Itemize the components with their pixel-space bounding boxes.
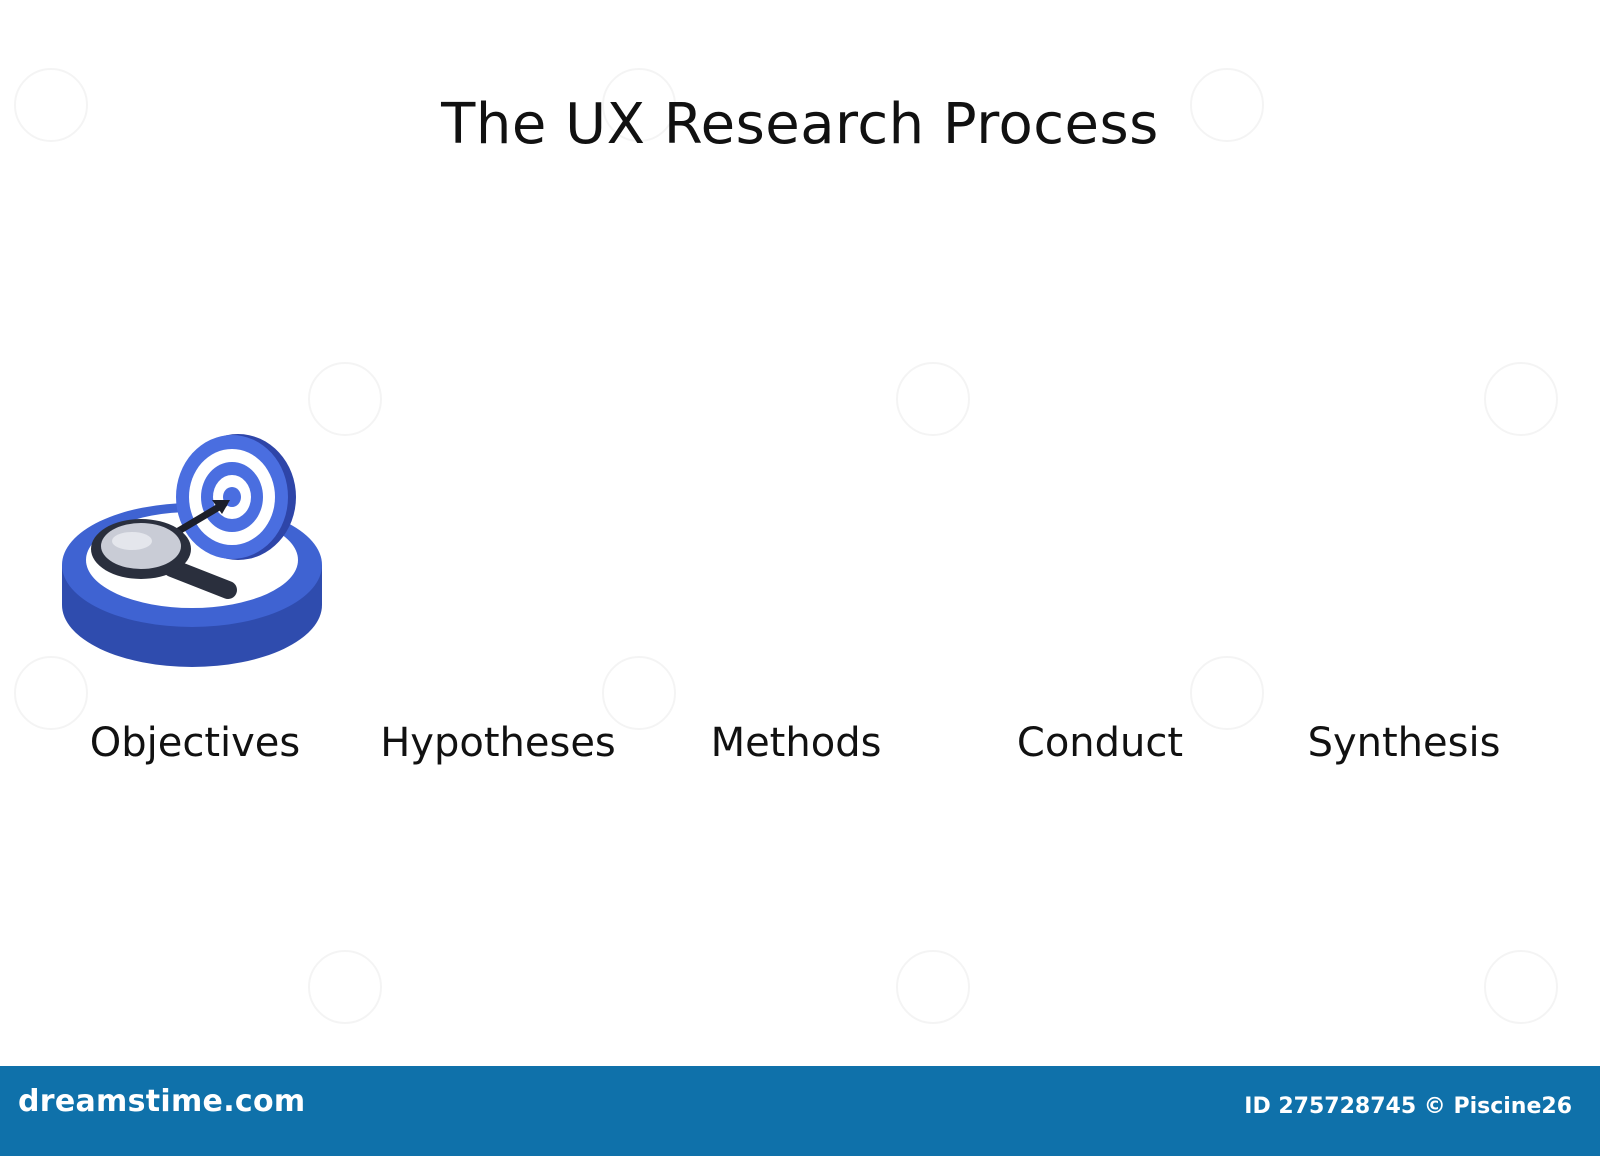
footer-bar: dreamstime.com ID 275728745 © Piscine26 <box>0 1066 1600 1156</box>
page-title: The UX Research Process <box>441 92 1159 157</box>
step-label-hypotheses: Hypotheses <box>380 720 616 766</box>
step-label-conduct: Conduct <box>1016 720 1184 766</box>
step-label-methods: Methods <box>710 720 882 766</box>
step-label-synthesis: Synthesis <box>1307 720 1501 766</box>
step-label-objectives: Objectives <box>89 720 301 766</box>
stock-id: ID 275728745 © Piscine26 <box>1244 1094 1572 1119</box>
target-magnifier-icon <box>91 434 296 599</box>
brand-logo[interactable]: dreamstime.com <box>18 1084 306 1119</box>
step-objectives <box>62 434 322 667</box>
